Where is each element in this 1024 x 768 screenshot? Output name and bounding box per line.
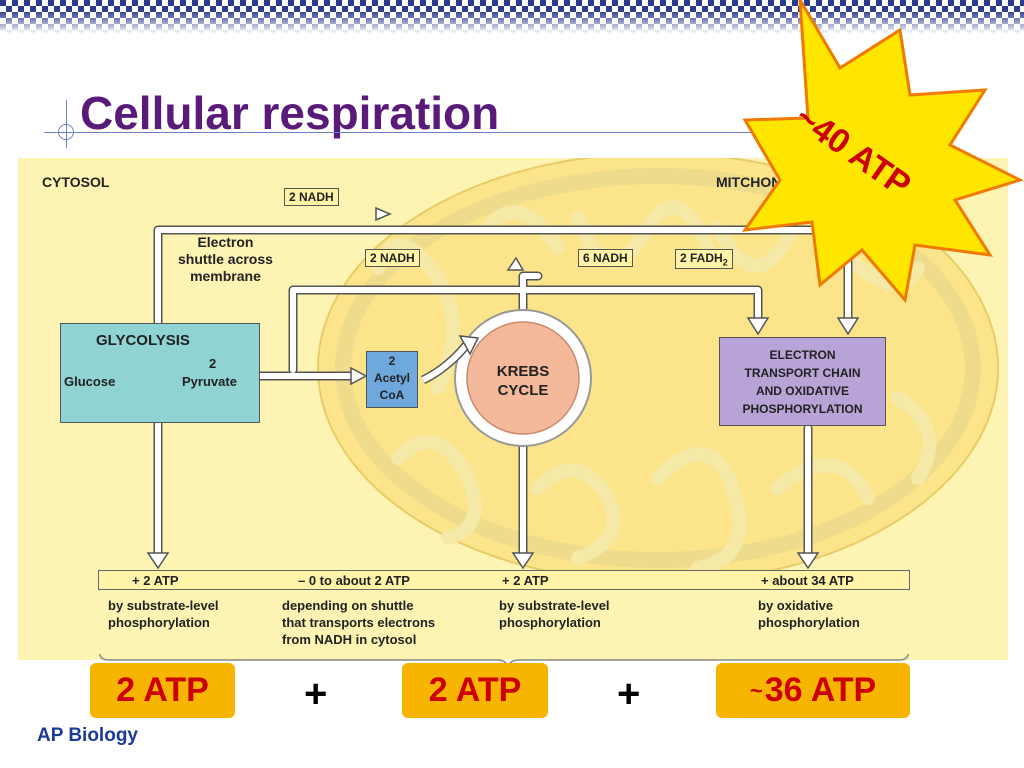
header-pattern-fade [0,0,1024,34]
nadh-shuttle-tag: 2 NADH [284,188,339,206]
summary-plus: + [304,672,328,716]
title-rule [44,132,752,133]
cytosol-label: CYTOSOL [42,174,110,190]
desc-line: depending on shuttle [282,598,414,613]
etc-label-line: PHOSPHORYLATION [742,402,863,416]
arrow-heads [146,206,860,570]
nadh-pyruvate-tag: 2 NADH [365,249,420,267]
desc-oxidative: by oxidative phosphorylation [758,597,860,631]
total-krebs: + 2 ATP [502,573,549,588]
shuttle-label: Electron shuttle across membrane [178,234,273,285]
pyruvate-count: 2 [209,356,217,371]
shuttle-label-line: Electron [197,234,254,250]
shuttle-label-line: shuttle across [178,251,273,267]
desc-line: by oxidative [758,598,834,613]
desc-line: that transports electrons [282,615,436,630]
etc-label-line: ELECTRON [769,348,836,362]
shuttle-label-line: membrane [190,268,261,284]
title-rule-circle [58,124,74,140]
desc-glycolysis: by substrate-level phosphorylation [108,597,219,631]
etc-label: ELECTRON TRANSPORT CHAIN AND OXIDATIVE P… [719,346,886,418]
krebs-circle [466,321,580,435]
summary-plus: + [617,672,641,716]
etc-box [719,337,886,426]
total-shuttle: – 0 to about 2 ATP [298,573,410,588]
glycolysis-box [60,323,260,423]
fadh-label: 2 FADH [680,251,723,265]
fadh-tag: 2 FADH2 [675,249,733,270]
footer-label: AP Biology [37,725,138,746]
mitochondrion-inner [335,168,981,568]
acetyl-coa-count: 2 [388,354,396,368]
etc-label-line: TRANSPORT CHAIN [744,366,861,380]
etc-label-line: AND OXIDATIVE [755,384,850,398]
desc-krebs: by substrate-level phosphorylation [499,597,610,631]
summary-oxidative-value: 36 ATP [764,671,877,709]
glucose-label: Glucose [64,374,116,389]
approx-symbol: ~ [749,677,763,703]
krebs-label: KREBS CYCLE [473,362,573,400]
summary-glycolysis-atp: 2 ATP [90,663,235,718]
krebs-label-line: KREBS [496,363,550,380]
total-glycolysis: + 2 ATP [132,573,179,588]
nadh-krebs-tag: 6 NADH [578,249,633,267]
desc-line: phosphorylation [499,615,601,630]
acetyl-coa-box [366,351,418,408]
desc-shuttle: depending on shuttle that transports ele… [282,597,435,648]
acetyl-coa-line: CoA [379,388,405,402]
total-oxidative: + about 34 ATP [761,573,854,588]
pathway-arrows [153,225,853,558]
summary-krebs-atp: 2 ATP [402,663,548,718]
acetyl-coa-label: 2 Acetyl CoA [366,353,418,404]
desc-line: by substrate-level [108,598,219,613]
pyruvate-label: Pyruvate [182,374,237,389]
krebs-label-line: CYCLE [497,382,549,399]
desc-line: by substrate-level [499,598,610,613]
desc-line: phosphorylation [108,615,210,630]
fadh-subscript: 2 [722,257,728,268]
glycolysis-title: GLYCOLYSIS [96,332,190,349]
atp-totals-bar [98,570,910,590]
desc-line: phosphorylation [758,615,860,630]
slide-title: Cellular respiration [80,87,500,139]
desc-line: from NADH in cytosol [282,632,417,647]
summary-oxidative-atp: ~36 ATP [716,663,910,718]
acetyl-coa-line: Acetyl [373,371,411,385]
